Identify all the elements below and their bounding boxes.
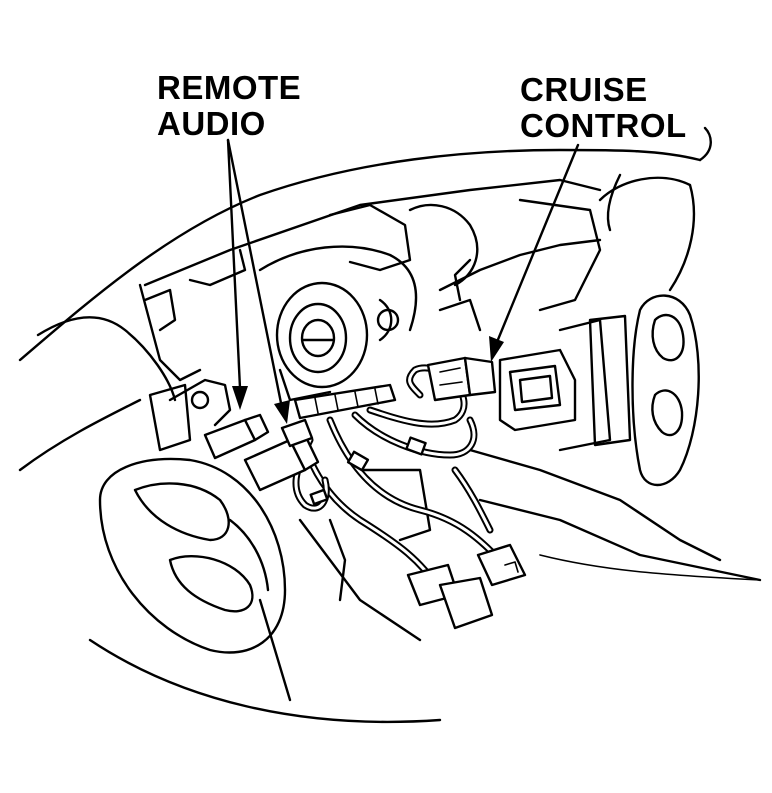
arrow-head-cruise-control — [489, 336, 504, 362]
remote-audio-connectors — [203, 413, 320, 492]
lower-connectors — [406, 543, 527, 630]
steering-column-boss — [275, 281, 369, 402]
remote-audio-label-line2: AUDIO — [157, 105, 266, 142]
callout-arrows — [226, 138, 580, 424]
cruise-control-connector — [426, 356, 497, 402]
cruise-control-label-line2: CONTROL — [520, 107, 687, 144]
remote-audio-label-line1: REMOTE — [157, 69, 302, 106]
remote-audio-label: REMOTE AUDIO — [157, 70, 301, 142]
steering-wheel-rim — [18, 126, 712, 724]
connector-header — [293, 383, 397, 420]
wheel-hub-frame — [138, 173, 762, 702]
remote-audio-switch-pad — [98, 457, 287, 654]
cruise-control-label-line1: CRUISE — [520, 71, 648, 108]
arrow-head-remote-audio-2 — [274, 400, 290, 424]
cruise-control-switch-pad — [498, 294, 700, 487]
cruise-control-label: CRUISE CONTROL — [520, 72, 687, 144]
arrow-head-remote-audio-1 — [232, 386, 248, 410]
